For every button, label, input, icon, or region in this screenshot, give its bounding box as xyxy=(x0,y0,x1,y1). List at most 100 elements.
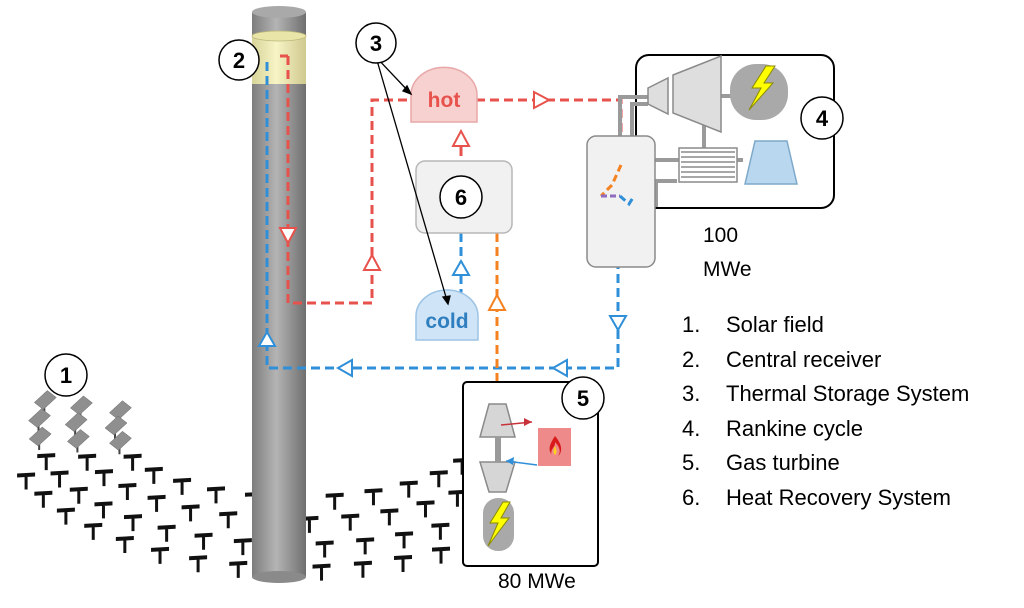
legend-item: 4.Rankine cycle xyxy=(682,415,863,441)
heliostat-icon xyxy=(109,430,132,455)
heliostat-icon xyxy=(104,415,128,439)
callout-central-receiver: 2 xyxy=(218,39,260,81)
flow-arrow-icon xyxy=(608,315,628,333)
heliostat-icon xyxy=(448,489,467,507)
heliostat-icon xyxy=(37,453,56,471)
flow-arrow-icon xyxy=(550,358,568,378)
heliostat-icon xyxy=(147,494,166,512)
heliostat-icon xyxy=(94,501,113,519)
heliostat-icon xyxy=(157,524,176,542)
lightning-bolt-icon xyxy=(487,501,511,547)
svg-text:4: 4 xyxy=(816,106,829,131)
flow-arrow-icon xyxy=(362,252,382,271)
hp-turbine-icon xyxy=(647,76,669,116)
lp-turbine-icon xyxy=(672,54,722,134)
heliostat-icon xyxy=(151,546,170,564)
gas-turbine-power: 80 MWe xyxy=(498,570,576,593)
callout-rankine-cycle: 4 xyxy=(800,96,844,140)
lightning-bolt-icon xyxy=(748,65,776,111)
compressor-icon xyxy=(479,403,516,438)
heliostat-icon xyxy=(34,490,53,508)
heliostat-icon xyxy=(341,513,360,531)
heliostat-icon xyxy=(364,488,383,506)
hot-flow-arrows xyxy=(278,90,552,271)
hot-tank-label: hot xyxy=(428,89,461,112)
gas-turbine-icon xyxy=(478,461,517,493)
heliostat-icon xyxy=(353,560,372,578)
svg-text:5: 5 xyxy=(577,386,589,411)
heliostat-icon xyxy=(173,477,192,495)
heliostat-icon xyxy=(84,522,103,540)
heliostat-icon xyxy=(207,486,226,504)
heliostat-icon xyxy=(312,563,331,581)
pump-icon xyxy=(744,140,798,185)
heliostat-icon xyxy=(123,514,142,532)
heliostat-icon xyxy=(380,508,399,526)
gas-turbine-block xyxy=(462,381,599,567)
rankine-power-value: 100 xyxy=(703,224,738,247)
heliostat-icon xyxy=(181,504,200,522)
callout-gas-turbine: 5 xyxy=(561,376,605,420)
svg-text:6: 6 xyxy=(455,185,467,210)
gt-generator-icon xyxy=(483,498,514,551)
rankine-power-block xyxy=(618,54,835,209)
flow-arrow-icon xyxy=(487,292,507,311)
flow-arrow-icon xyxy=(278,227,298,246)
hot-tank: hot xyxy=(410,66,478,123)
legend-item: 2.Central receiver xyxy=(682,346,882,372)
heliostat-icon xyxy=(94,469,113,487)
storage-pointer-lines xyxy=(375,56,451,306)
cold-tank: cold xyxy=(415,289,479,341)
heliostat-icon xyxy=(395,531,414,549)
svg-text:3: 3 xyxy=(370,31,382,56)
flow-arrow-icon xyxy=(533,90,552,110)
heliostat-icon xyxy=(28,408,51,432)
rankine-power-unit: MWe xyxy=(703,258,752,281)
heliostat-icon xyxy=(144,466,163,484)
svg-text:2: 2 xyxy=(233,48,245,73)
heliostat-icon xyxy=(64,412,88,436)
heliostat-field xyxy=(17,390,472,581)
heliostat-icon xyxy=(50,470,69,488)
central-tower xyxy=(251,6,307,583)
cold-flow-arrows xyxy=(257,258,628,378)
heliostat-icon xyxy=(17,472,36,490)
callout-heat-recovery: 6 xyxy=(439,175,483,219)
component-legend: 1.Solar field 2.Central receiver 3.Therm… xyxy=(682,308,969,516)
heliostat-icon xyxy=(429,470,448,488)
flow-arrow-icon xyxy=(257,329,277,347)
legend-item: 6.Heat Recovery System xyxy=(682,484,951,510)
heliostat-icon xyxy=(118,483,137,501)
heliostat-icon xyxy=(194,532,213,550)
legend-item: 1.Solar field xyxy=(682,312,824,337)
heliostat-icon xyxy=(67,429,90,453)
heliostat-icon xyxy=(432,546,451,564)
condenser-icon xyxy=(678,147,738,183)
svg-text:1: 1 xyxy=(60,363,72,388)
receiver-band xyxy=(252,36,306,84)
heliostat-icon xyxy=(399,480,418,498)
heliostat-icon xyxy=(69,486,88,504)
legend-item: 3.Thermal Storage System xyxy=(682,381,970,407)
heliostat-icon xyxy=(233,538,252,556)
heliostat-icon xyxy=(56,507,75,525)
flow-arrow-icon xyxy=(451,258,471,276)
heliostat-icon xyxy=(315,540,334,558)
callout-thermal-storage: 3 xyxy=(355,22,397,64)
steam-generator xyxy=(586,135,656,268)
heliostat-icon xyxy=(115,536,134,554)
flame-icon xyxy=(549,436,562,456)
flow-arrow-icon xyxy=(335,358,353,378)
heliostat-icon xyxy=(229,560,248,578)
heliostat-icon xyxy=(394,554,413,572)
cold-tank-label: cold xyxy=(425,310,468,333)
heliostat-icon xyxy=(33,390,57,414)
heliostat-icon xyxy=(431,522,450,540)
combustor xyxy=(538,428,571,466)
generator-icon xyxy=(730,64,788,120)
heliostat-icon xyxy=(356,537,375,555)
heliostat-icon xyxy=(325,492,344,510)
legend-item: 5.Gas turbine xyxy=(682,450,840,476)
heliostat-icon xyxy=(28,426,52,451)
